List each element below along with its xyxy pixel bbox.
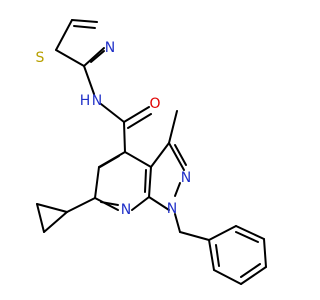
bond: [83, 47, 105, 67]
bond: [174, 213, 181, 233]
bond: [123, 106, 150, 123]
atom-label-pyrazole-nitrogen-2: N: [181, 170, 191, 186]
bond: [148, 166, 152, 198]
bond: [43, 211, 68, 233]
bond: [90, 50, 105, 63]
bond: [235, 231, 259, 243]
bond: [144, 169, 147, 193]
bond: [174, 144, 187, 166]
bond: [174, 182, 181, 197]
bond: [71, 19, 98, 23]
bond: [127, 113, 152, 129]
bond: [66, 197, 96, 213]
bond: [131, 196, 150, 211]
bond: [55, 49, 85, 67]
bond: [123, 121, 126, 153]
bonds: [36, 19, 267, 285]
atom-label-sulfur: S: [36, 50, 45, 66]
bond: [215, 244, 220, 267]
bond: [208, 239, 215, 271]
bond: [83, 65, 95, 95]
bond: [94, 166, 100, 199]
atom-label-amide-hydrogen: H: [80, 93, 91, 109]
bond: [124, 151, 152, 168]
atom-labels: S N N H O N N N: [36, 40, 192, 218]
bond: [240, 263, 261, 278]
bond: [148, 196, 170, 211]
bond: [240, 266, 267, 285]
bond: [100, 103, 125, 123]
bond: [168, 110, 178, 144]
bond: [55, 19, 73, 51]
bond: [99, 155, 120, 168]
bond: [36, 203, 68, 213]
molecule-structure: S N N H O N N N: [36, 19, 267, 285]
bond: [213, 269, 242, 285]
bond: [94, 197, 119, 211]
bond: [263, 238, 267, 268]
atom-label-carbonyl-oxygen: O: [149, 96, 160, 112]
bond: [168, 142, 185, 171]
atom-label-pyrazole-nitrogen-1: N: [167, 201, 177, 217]
atom-label-thiazole-nitrogen: N: [105, 40, 115, 56]
atom-label-amide-nitrogen: N: [92, 93, 102, 109]
bond: [179, 231, 210, 241]
bond: [235, 225, 265, 240]
bond: [208, 225, 237, 241]
bond: [100, 201, 119, 206]
bond: [36, 203, 45, 233]
atom-label-pyridine-nitrogen: N: [121, 202, 131, 218]
bond: [150, 142, 170, 168]
bond: [73, 25, 96, 29]
